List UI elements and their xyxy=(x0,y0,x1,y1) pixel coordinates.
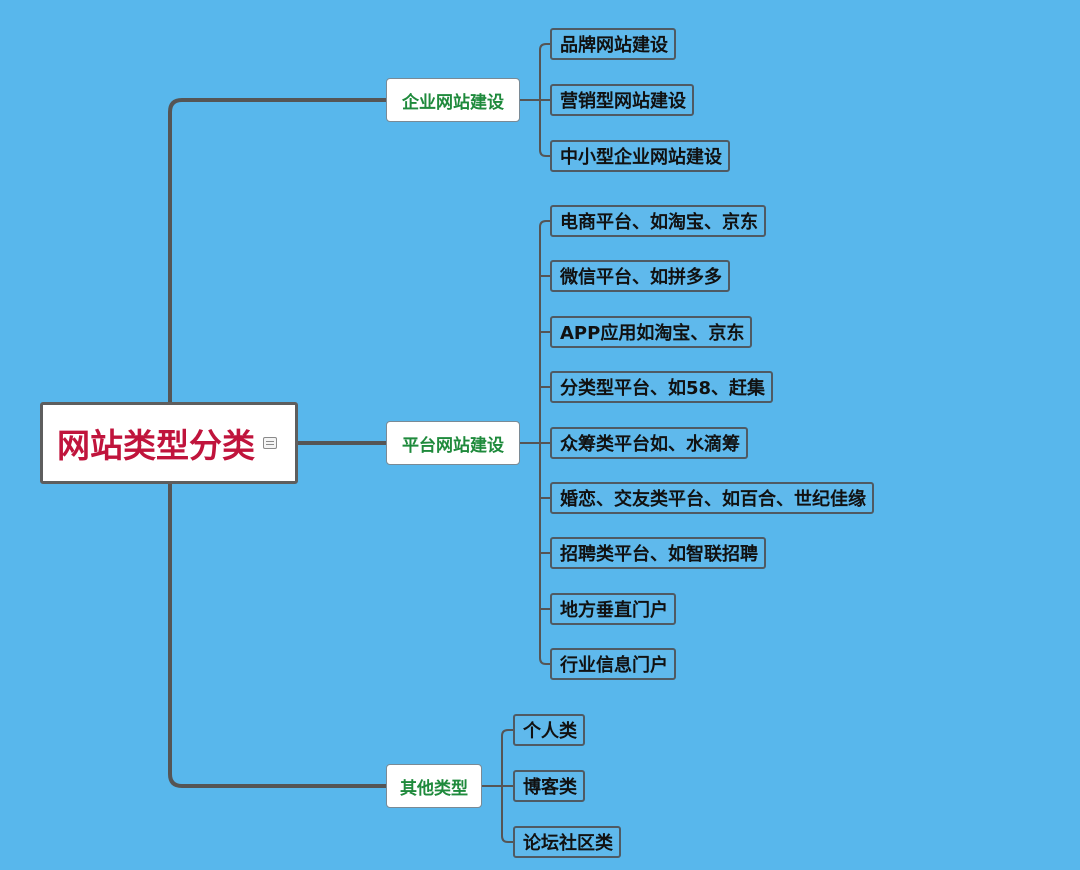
branch-platform-websites[interactable]: 平台网站建设 xyxy=(386,421,520,465)
leaf-platform-8[interactable]: 地方垂直门户 xyxy=(550,593,676,625)
leaf-platform-3[interactable]: APP应用如淘宝、京东 xyxy=(550,316,753,348)
leaf-platform-5[interactable]: 众筹类平台如、水滴筹 xyxy=(550,427,748,459)
leaf-platform-2[interactable]: 微信平台、如拼多多 xyxy=(550,260,730,292)
note-icon[interactable] xyxy=(263,437,277,449)
leaf-enterprise-1[interactable]: 品牌网站建设 xyxy=(550,28,676,60)
root-node[interactable]: 网站类型分类 xyxy=(40,402,298,484)
leaf-platform-9[interactable]: 行业信息门户 xyxy=(550,648,676,680)
connector-root-branch-3 xyxy=(168,484,386,788)
leaf-enterprise-3[interactable]: 中小型企业网站建设 xyxy=(550,140,730,172)
leaf-other-3[interactable]: 论坛社区类 xyxy=(513,826,621,858)
branch-other-types[interactable]: 其他类型 xyxy=(386,764,482,808)
leaf-platform-1[interactable]: 电商平台、如淘宝、京东 xyxy=(550,205,766,237)
branch-enterprise-websites[interactable]: 企业网站建设 xyxy=(386,78,520,122)
leaf-platform-6[interactable]: 婚恋、交友类平台、如百合、世纪佳缘 xyxy=(550,482,874,514)
leaf-platform-4[interactable]: 分类型平台、如58、赶集 xyxy=(550,371,774,403)
leaf-other-1[interactable]: 个人类 xyxy=(513,714,585,746)
connector-root-branch-1 xyxy=(168,98,386,402)
root-title: 网站类型分类 xyxy=(57,426,255,465)
leaf-enterprise-2[interactable]: 营销型网站建设 xyxy=(550,84,694,116)
leaf-platform-7[interactable]: 招聘类平台、如智联招聘 xyxy=(550,537,766,569)
leaf-other-2[interactable]: 博客类 xyxy=(513,770,585,802)
